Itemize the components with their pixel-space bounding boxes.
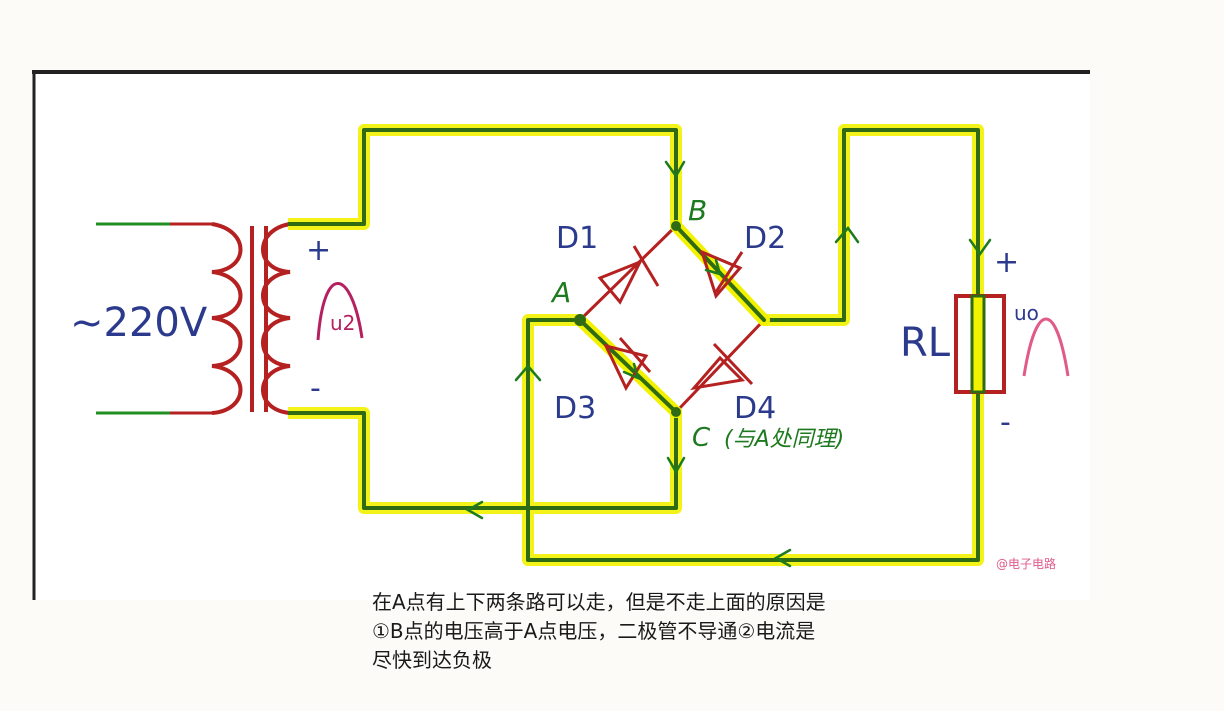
ac-input-leads [96, 222, 212, 415]
diode-d1-label: D1 [556, 221, 598, 256]
node-b-dot [671, 221, 681, 231]
load-label: RL [900, 320, 951, 366]
diode-d4-icon [690, 342, 754, 391]
load-plus-sign: + [994, 245, 1019, 280]
arrow-diag-icon [622, 362, 640, 381]
output-waveform [1022, 317, 1070, 377]
input-waveform [316, 282, 364, 341]
node-c-dot [671, 407, 681, 417]
diode-d2-label: D2 [744, 221, 786, 256]
diode-d2-icon [699, 249, 744, 300]
load-current-highlight [970, 294, 986, 394]
caption-line-2: ①B点的电压高于A点电压，二极管不导通②电流是 [372, 619, 816, 643]
node-a-label: A [550, 276, 571, 309]
node-c-label: C [692, 423, 711, 453]
diode-d1-icon [597, 245, 660, 305]
circuit-wires [288, 128, 980, 562]
caption-line-1: 在A点有上下两条路可以走，但是不走上面的原因是 [372, 590, 826, 614]
input-wave-label: u2 [330, 311, 355, 335]
diode-d3-label: D3 [554, 391, 596, 426]
arrow-left-icon [773, 548, 792, 568]
arrow-down-icon [664, 160, 686, 179]
arrow-left-icon [465, 500, 484, 520]
explanation-caption: 在A点有上下两条路可以走，但是不走上面的原因是 ①B点的电压高于A点电压，二极管… [372, 588, 932, 675]
output-wave-label: uo [1014, 301, 1039, 325]
primary-coil [211, 222, 243, 415]
arrow-diag-icon [704, 258, 722, 276]
caption-line-3: 尽快到达负极 [372, 648, 492, 672]
arrow-down-icon [968, 238, 992, 257]
current-arrows [465, 160, 992, 568]
source-voltage-label: ~220V [70, 300, 208, 346]
node-b-label: B [688, 194, 707, 227]
arrow-up-icon [514, 364, 542, 382]
load-minus-sign: - [1000, 405, 1011, 440]
node-c-note: (与A处同理) [724, 427, 844, 452]
watermark: @电子电路 [996, 556, 1056, 571]
diode-d4-label: D4 [734, 391, 776, 426]
transformer-minus-sign: - [310, 371, 321, 406]
secondary-coil [261, 222, 291, 415]
arrow-up-icon [834, 225, 860, 244]
node-a-dot [574, 314, 586, 326]
arrow-down-icon [666, 456, 686, 475]
transformer-plus-sign: + [306, 233, 331, 268]
